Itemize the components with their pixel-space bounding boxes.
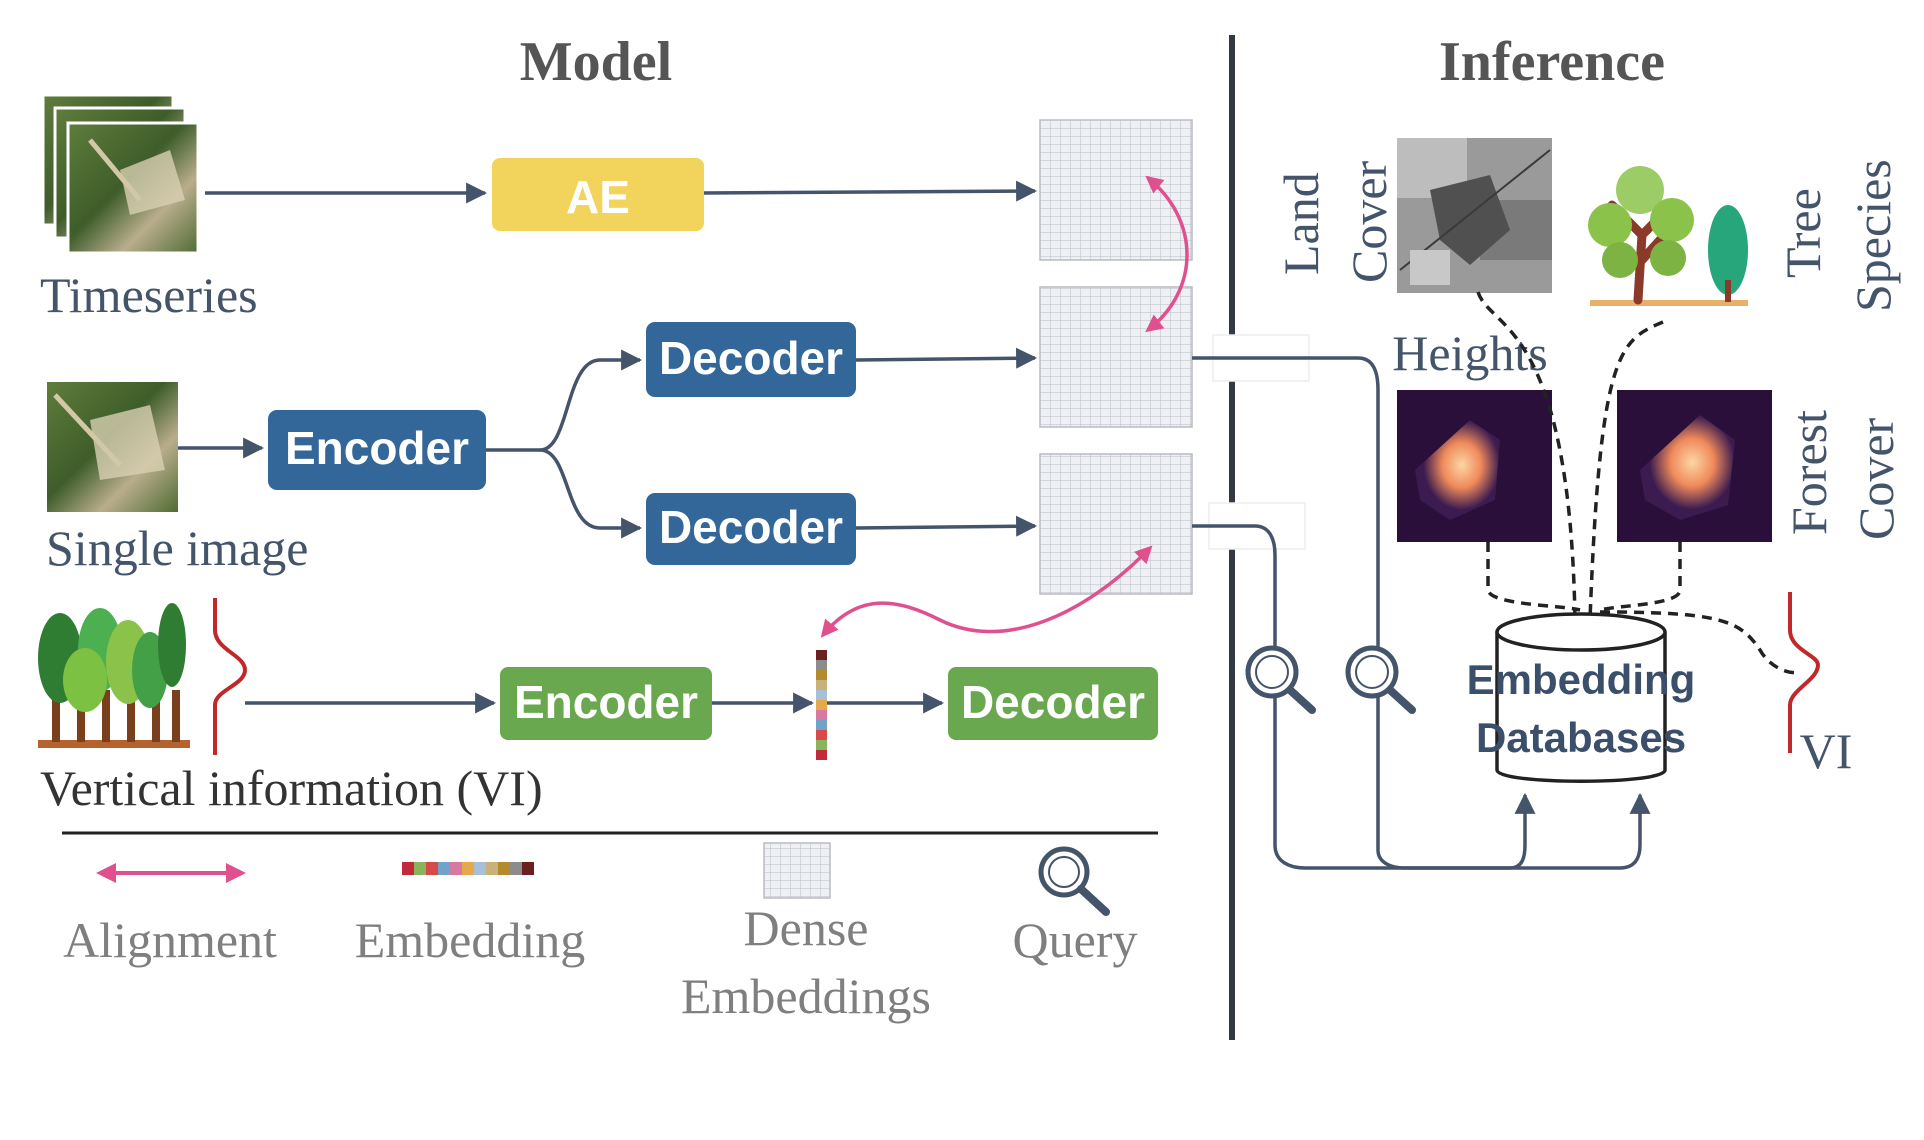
legend-embedding-label: Embedding <box>355 912 586 968</box>
forest-label: Forest <box>1781 410 1837 535</box>
encoder-block <box>268 410 486 490</box>
height-map-1 <box>1397 390 1552 542</box>
ae-label: AE <box>566 171 630 223</box>
branch-to-decoder-top <box>486 349 643 452</box>
decoder-top-label: Decoder <box>659 332 843 384</box>
embedding-vector <box>816 650 827 760</box>
query-line-top <box>1192 356 1536 870</box>
decoder-bottom-label: Decoder <box>659 501 843 553</box>
vi-encoder-label: Encoder <box>514 676 698 728</box>
vi-decoder-label: Decoder <box>961 676 1145 728</box>
arrow-decoder-top-dense <box>855 347 1038 369</box>
arrow-ae-dense <box>703 180 1038 202</box>
single-satellite-image <box>47 382 178 512</box>
model-heading: Model <box>520 31 672 93</box>
alignment-arrow-bottom <box>820 545 1153 638</box>
timeseries-label: Timeseries <box>40 267 258 323</box>
land-label: Land <box>1273 172 1329 275</box>
legend-dense-grid <box>763 842 831 899</box>
vi-decoder-block <box>948 667 1158 740</box>
vi-inference-curve <box>1788 592 1821 753</box>
branch-to-decoder-bottom <box>539 448 643 539</box>
forest-cover-label: Cover <box>1848 417 1904 540</box>
database-label-2: Databases <box>1476 714 1686 761</box>
legend-embedding-vector <box>402 862 534 875</box>
legend-alignment-label: Alignment <box>63 912 277 968</box>
database-icon <box>1495 612 1667 783</box>
tree-label: Tree <box>1775 188 1831 278</box>
vertical-info-label: Vertical information (VI) <box>40 760 543 816</box>
dense-embedding-grid-1 <box>1039 119 1193 261</box>
heights-label: Heights <box>1392 325 1548 381</box>
legend-query-label: Query <box>1013 912 1138 968</box>
encoder-label: Encoder <box>285 422 469 474</box>
query-line-bottom <box>1192 524 1651 870</box>
vi-profile-curve <box>213 598 248 755</box>
vi-encoder-block <box>500 667 712 740</box>
land-cover-map <box>1397 138 1552 293</box>
decoder-bottom-block <box>646 493 856 565</box>
vi-inference-label: VI <box>1800 723 1853 779</box>
legend-dense-label-2: Embeddings <box>681 968 931 1024</box>
cover-label: Cover <box>1341 160 1397 283</box>
forest-icon <box>38 603 190 748</box>
legend-query-magnifier-icon <box>1038 846 1110 916</box>
inference-heading: Inference <box>1439 31 1665 93</box>
query-channel-box-2 <box>1208 502 1306 550</box>
height-map-2 <box>1617 390 1772 542</box>
dashed-connectors <box>1476 291 1801 675</box>
dense-embedding-grid-3 <box>1039 453 1193 595</box>
query-magnifier-icon-1 <box>1245 645 1316 714</box>
arrow-decoder-bottom-dense <box>855 515 1038 537</box>
query-magnifier-icon-2 <box>1345 645 1416 714</box>
species-label: Species <box>1845 159 1901 312</box>
alignment-arrow-top <box>1145 175 1189 333</box>
decoder-top-block <box>646 322 856 397</box>
tree-icon <box>1588 166 1748 306</box>
single-image-label: Single image <box>46 520 308 576</box>
timeseries-image-stack <box>41 93 200 255</box>
legend-dense-label-1: Dense <box>744 900 869 956</box>
database-label-1: Embedding <box>1467 656 1696 703</box>
ae-block <box>492 158 704 231</box>
